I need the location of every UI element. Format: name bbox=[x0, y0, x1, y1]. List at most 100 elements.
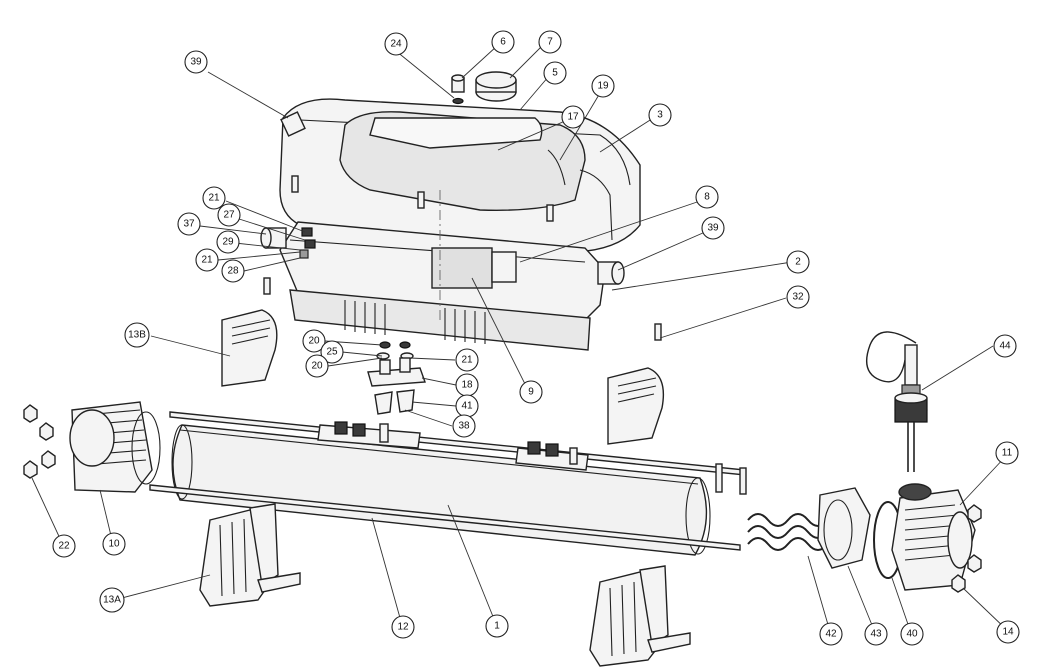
side-gland-left bbox=[260, 227, 287, 249]
svg-text:7: 7 bbox=[547, 37, 553, 48]
svg-text:24: 24 bbox=[390, 39, 402, 50]
leg-left bbox=[199, 503, 301, 607]
callout-28: 28 bbox=[221, 259, 245, 283]
svg-text:13A: 13A bbox=[103, 595, 121, 606]
callout-1: 1 bbox=[485, 614, 509, 638]
svg-text:19: 19 bbox=[597, 81, 609, 92]
right-nuts bbox=[951, 504, 982, 593]
svg-text:20: 20 bbox=[308, 336, 320, 347]
callout-17: 17 bbox=[561, 105, 585, 129]
cap-knob bbox=[475, 71, 517, 102]
housing-base bbox=[279, 190, 606, 351]
svg-text:39: 39 bbox=[707, 223, 719, 234]
svg-text:32: 32 bbox=[792, 292, 804, 303]
temperature-sensor bbox=[866, 331, 928, 472]
base-screws bbox=[263, 277, 662, 341]
tube-terminal-right bbox=[515, 441, 589, 471]
housing-fins bbox=[344, 300, 486, 344]
callout-32: 32 bbox=[786, 285, 810, 309]
callout-40: 40 bbox=[900, 622, 924, 646]
svg-text:8: 8 bbox=[704, 192, 710, 203]
svg-text:40: 40 bbox=[906, 629, 918, 640]
tube-terminal-left bbox=[317, 421, 421, 449]
svg-text:1: 1 bbox=[494, 621, 500, 632]
callout-22: 22 bbox=[52, 534, 76, 558]
callout-44: 44 bbox=[993, 334, 1017, 358]
svg-text:12: 12 bbox=[397, 622, 409, 633]
leg-right bbox=[589, 565, 691, 667]
svg-text:18: 18 bbox=[461, 380, 473, 391]
callout-14: 14 bbox=[996, 620, 1020, 644]
callout-25: 25 bbox=[320, 340, 344, 364]
callout-6: 6 bbox=[491, 30, 515, 54]
callout-20-upper: 20 bbox=[302, 329, 326, 353]
svg-text:3: 3 bbox=[657, 110, 663, 121]
callout-10: 10 bbox=[102, 532, 126, 556]
callout-29: 29 bbox=[216, 230, 240, 254]
svg-text:25: 25 bbox=[326, 347, 338, 358]
callout-43: 43 bbox=[864, 622, 888, 646]
cable-gland-left bbox=[280, 111, 306, 137]
left-end-cap bbox=[69, 401, 161, 493]
callout-37: 37 bbox=[177, 212, 201, 236]
callout-18: 18 bbox=[455, 373, 479, 397]
callout-13a: 13A bbox=[99, 587, 125, 613]
main-tube bbox=[171, 424, 711, 556]
upper-clip-right bbox=[607, 367, 665, 445]
svg-text:37: 37 bbox=[183, 219, 195, 230]
svg-text:27: 27 bbox=[223, 210, 235, 221]
svg-text:44: 44 bbox=[999, 341, 1011, 352]
svg-text:28: 28 bbox=[227, 266, 239, 277]
svg-text:21: 21 bbox=[208, 193, 220, 204]
callout-balloons: 24 6 7 39 5 19 3 17 8 39 21 27 37 29 21 … bbox=[52, 30, 1020, 646]
callout-8: 8 bbox=[695, 185, 719, 209]
svg-text:14: 14 bbox=[1002, 627, 1014, 638]
callout-13b: 13B bbox=[124, 322, 150, 348]
callout-5: 5 bbox=[543, 61, 567, 85]
upper-clip-left bbox=[221, 309, 278, 387]
svg-text:13B: 13B bbox=[128, 330, 146, 341]
callout-24: 24 bbox=[384, 32, 408, 56]
svg-text:6: 6 bbox=[500, 37, 506, 48]
callout-19: 19 bbox=[591, 74, 615, 98]
right-end-housing bbox=[891, 483, 976, 591]
svg-text:9: 9 bbox=[528, 387, 534, 398]
callout-21-stack: 21 bbox=[455, 348, 479, 372]
svg-text:22: 22 bbox=[58, 541, 70, 552]
svg-text:43: 43 bbox=[870, 629, 882, 640]
svg-text:2: 2 bbox=[795, 257, 801, 268]
svg-text:21: 21 bbox=[461, 355, 473, 366]
callout-39-right: 39 bbox=[701, 216, 725, 240]
callout-2: 2 bbox=[786, 250, 810, 274]
svg-text:21: 21 bbox=[201, 255, 213, 266]
svg-text:38: 38 bbox=[458, 421, 470, 432]
element-leads bbox=[715, 463, 747, 495]
svg-text:42: 42 bbox=[825, 629, 837, 640]
callout-42: 42 bbox=[819, 622, 843, 646]
union-nut bbox=[817, 487, 871, 569]
callout-38: 38 bbox=[452, 414, 476, 438]
svg-text:17: 17 bbox=[567, 112, 579, 123]
left-nuts bbox=[23, 404, 56, 479]
callout-20-lower: 20 bbox=[305, 354, 329, 378]
svg-text:41: 41 bbox=[461, 401, 473, 412]
callout-21-lower: 21 bbox=[195, 248, 219, 272]
cover-screws bbox=[291, 175, 554, 222]
callout-9: 9 bbox=[519, 380, 543, 404]
svg-text:5: 5 bbox=[552, 68, 558, 79]
cable-gland-small bbox=[451, 74, 465, 105]
svg-text:20: 20 bbox=[311, 361, 323, 372]
callout-21-upper: 21 bbox=[202, 186, 226, 210]
terminal-hardware bbox=[299, 227, 316, 259]
callout-41: 41 bbox=[455, 394, 479, 418]
callout-12: 12 bbox=[391, 615, 415, 639]
svg-text:11: 11 bbox=[1002, 448, 1013, 459]
svg-text:39: 39 bbox=[190, 57, 202, 68]
callout-39-top: 39 bbox=[184, 50, 208, 74]
side-gland-right bbox=[597, 261, 625, 285]
callout-27: 27 bbox=[217, 203, 241, 227]
callout-11: 11 bbox=[995, 441, 1019, 465]
callout-3: 3 bbox=[648, 103, 672, 127]
terminal-stack bbox=[367, 341, 426, 415]
